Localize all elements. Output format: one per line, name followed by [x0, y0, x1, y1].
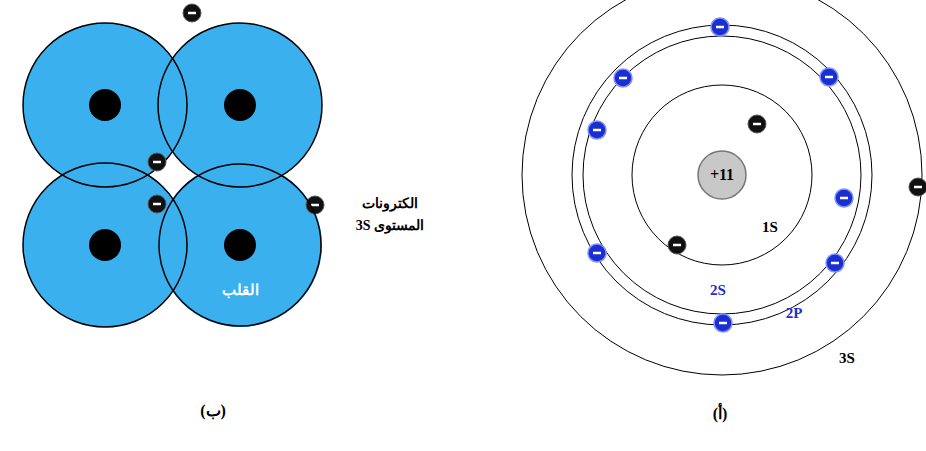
orbit-label: 2P — [786, 305, 803, 322]
orbit-label: 2S — [710, 282, 726, 299]
nucleus-circle: +11 — [697, 150, 747, 200]
electron-label: الكترونات المستوى 3S — [354, 193, 426, 238]
circle-outline — [158, 163, 322, 327]
core-circle: القلب — [158, 163, 322, 327]
node-text: +11 — [710, 166, 734, 184]
figure-caption: (أ) — [713, 404, 728, 423]
atom-model — [522, 0, 926, 375]
figure-caption: (ب) — [200, 401, 226, 420]
lattice — [23, 4, 324, 327]
orbit-label: 1S — [762, 219, 778, 236]
node-text: القلب — [222, 281, 259, 299]
orbit-label: 3S — [839, 350, 855, 367]
